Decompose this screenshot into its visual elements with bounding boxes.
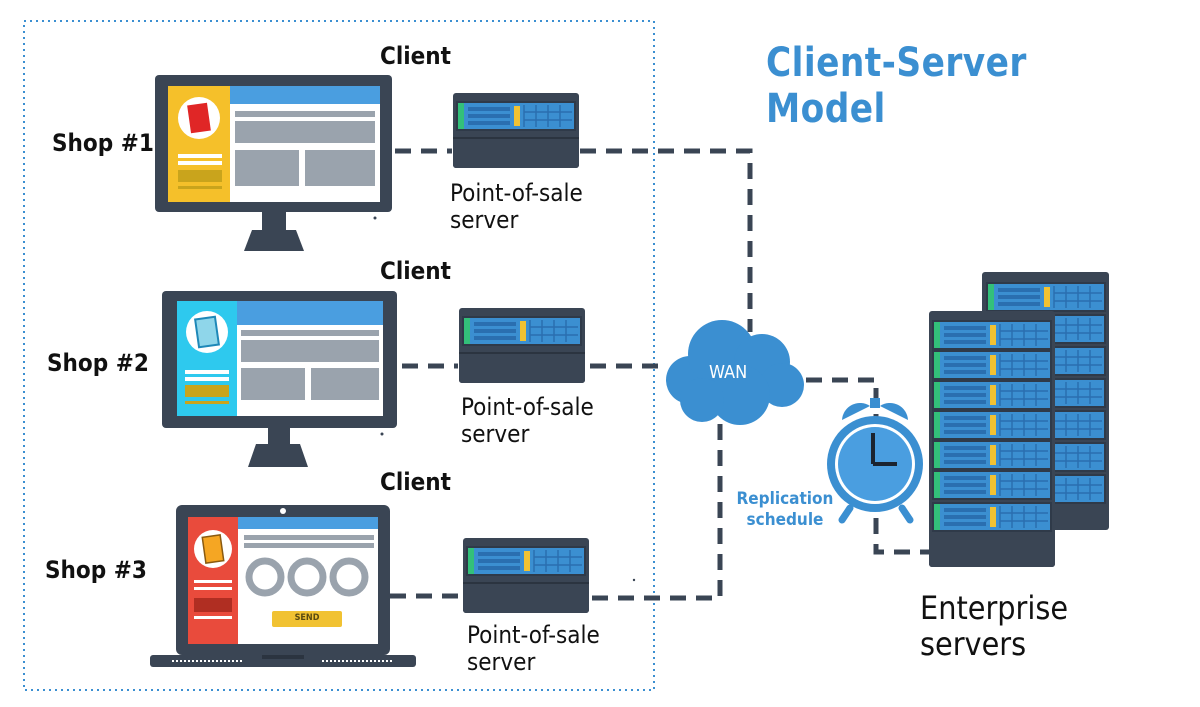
- enterprise-server-front: [929, 311, 1055, 567]
- alarm-clock-icon: [827, 398, 923, 524]
- wan-cloud: [666, 320, 804, 425]
- client-label-2: Client: [380, 257, 451, 285]
- line-pos3-to-wan: [592, 420, 723, 601]
- enterprise-line2: servers: [920, 625, 1027, 663]
- shops-boundary: [23, 20, 655, 691]
- replication-schedule-label: Replication schedule: [727, 489, 843, 531]
- enterprise-line1: Enterprise: [920, 589, 1069, 627]
- line-wan-to-enterprise: [806, 377, 879, 418]
- pos-server-label-3-line1: Point-of-sale: [467, 621, 600, 649]
- replication-line2: schedule: [746, 510, 824, 530]
- connection-lines: [390, 148, 930, 601]
- pos-server-2: [459, 308, 585, 383]
- shop1-monitor: [155, 75, 392, 251]
- diagram-title: Client-Server Model: [766, 40, 1027, 132]
- line-clock-to-enterprise: [873, 518, 930, 555]
- replication-line1: Replication: [736, 489, 834, 509]
- shop-label-3: Shop #3: [45, 556, 147, 584]
- pos-server-label-1-line1: Point-of-sale: [450, 179, 583, 207]
- book-icon: [194, 315, 220, 349]
- shop2-monitor: [162, 291, 397, 467]
- pos-server-label-2-line1: Point-of-sale: [461, 393, 594, 421]
- pos-server-3: [463, 538, 589, 613]
- pos-server-label-3: Point-of-sale server: [467, 622, 600, 676]
- book-icon: [187, 102, 211, 134]
- pos-server-label-2-line2: server: [461, 420, 530, 448]
- speck: [632, 578, 636, 582]
- book-icon: [201, 534, 225, 564]
- line-pos1-to-wan: [580, 148, 753, 332]
- pos-server-label-1: Point-of-sale server: [450, 180, 583, 234]
- shop-label-1: Shop #1: [52, 129, 154, 157]
- client-label-1: Client: [380, 42, 451, 70]
- pos-server-1: [453, 93, 579, 168]
- pos-server-label-3-line2: server: [467, 648, 536, 676]
- enterprise-servers-label: Enterprise servers: [920, 590, 1068, 662]
- client-label-3: Client: [380, 468, 451, 496]
- shop3-laptop: [150, 505, 416, 667]
- send-button[interactable]: [272, 611, 342, 627]
- wan-label: WAN: [709, 362, 748, 383]
- send-button-label[interactable]: SEND: [294, 613, 320, 623]
- pos-server-label-2: Point-of-sale server: [461, 394, 594, 448]
- pos-server-label-1-line2: server: [450, 206, 519, 234]
- shop-label-2: Shop #2: [47, 349, 149, 377]
